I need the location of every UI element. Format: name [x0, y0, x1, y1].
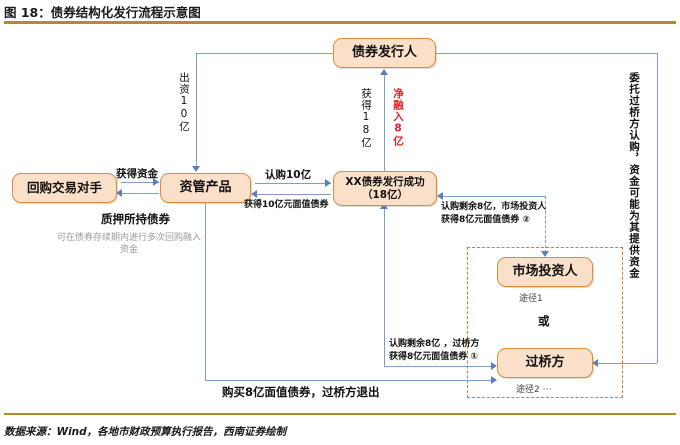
label-entrust-bridge: 委托过桥方认购，资金可能为其提供资金 [628, 72, 641, 279]
node-bond-issuer[interactable]: 债券发行人 [333, 38, 436, 68]
label-remaining-market-line2: 获得8亿元面值债券 ② [441, 215, 531, 225]
conn-bottom-to-bridge [205, 380, 495, 382]
conn-right-rail-v [657, 53, 659, 363]
arrow-bond-to-amp [251, 190, 257, 198]
label-pledge-bonds: 质押所持债券 [101, 212, 170, 226]
arrow-rail-to-bridge [592, 359, 598, 367]
node-market-investor-label: 市场投资人 [512, 263, 578, 279]
node-bond-issued[interactable]: XX债券发行成功 （18亿） [333, 171, 437, 206]
label-remaining-market-line1: 认购剩余8亿，市场投资人 [441, 202, 547, 212]
label-repo-note: 可在债券存续期内进行多次回购融入资金 [56, 233, 201, 256]
conn-bond-to-market-h [441, 196, 545, 198]
arrow-market-to-bond [437, 192, 443, 200]
label-remaining-bridge-line1: 认购剩余8亿 ，过桥方 [389, 339, 480, 349]
label-net-inflow-8y: 净融入8亿 [392, 88, 405, 147]
conn-amp-to-bond-top [255, 183, 331, 185]
arrow-issuer-to-amp [192, 166, 200, 172]
conn-right-rail-to-bridge [597, 363, 657, 365]
node-bridge-party[interactable]: 过桥方 [497, 348, 593, 378]
node-bridge-party-label: 过桥方 [525, 354, 565, 370]
label-buy-8y-exit: 购买8亿面值债券，过桥方退出 [222, 385, 380, 399]
label-invest-10y: 出资10亿 [178, 72, 191, 133]
arrow-repo-to-amp [153, 178, 159, 186]
conn-issuer-right-h [436, 53, 658, 55]
label-obtain-funds: 获得资金 [116, 168, 158, 180]
conn-amp-down-to-bottom [205, 203, 207, 380]
node-bond-issued-line2: （18亿） [361, 188, 409, 201]
node-repo-counterparty[interactable]: 回购交易对手 [12, 173, 117, 203]
node-asset-mgmt-product[interactable]: 资管产品 [160, 173, 251, 203]
arrow-to-market-investor [541, 251, 549, 257]
source-note: 数据来源：Wind，各地市财政预算执行报告，西南证券绘制 [4, 426, 287, 438]
market-investor-path-label: 途径1 [519, 294, 543, 304]
arrow-up-into-bond [380, 203, 388, 209]
arrow-amp-to-bond [325, 179, 331, 187]
title-rule [4, 21, 676, 24]
arrow-bottom-to-bridge [491, 376, 497, 384]
footer-rule [4, 413, 676, 415]
label-obtain-10y-face: 获得10亿元面值债券 [244, 200, 329, 210]
node-repo-counterparty-label: 回购交易对手 [26, 179, 102, 195]
conn-bond-to-amp-bottom [255, 194, 331, 196]
conn-issuer-to-amp-v [196, 53, 198, 167]
label-remaining-bridge-line2: 获得8亿元面值债券 ① [389, 352, 479, 362]
node-asset-mgmt-product-label: 资管产品 [179, 179, 232, 195]
label-subscribe-10y: 认购10亿 [265, 169, 312, 181]
node-bond-issuer-label: 债券发行人 [351, 44, 417, 60]
conn-bond-down-v [384, 206, 386, 366]
label-obtain-18y: 获得18亿 [360, 88, 373, 149]
bridge-party-path-label: 途径2 ⋯ [516, 385, 552, 395]
conn-bond-to-bridge-h [384, 366, 495, 368]
conn-bond-to-issuer-v [384, 75, 386, 171]
conn-issuer-to-amp-h [196, 53, 334, 55]
figure-title: 图 18：债券结构化发行流程示意图 [4, 5, 201, 20]
arrow-bond-to-bridge [491, 362, 497, 370]
arrow-bond-to-issuer [380, 69, 388, 75]
conn-repo-to-amp-bottom [121, 193, 159, 195]
arrow-amp-to-repo [116, 189, 122, 197]
node-market-investor[interactable]: 市场投资人 [497, 257, 593, 287]
conn-market-dashed-v [545, 196, 546, 253]
node-bond-issued-line1: XX债券发行成功 [345, 176, 425, 189]
or-separator-label: 或 [538, 314, 550, 328]
conn-amp-to-repo-top [121, 182, 159, 184]
